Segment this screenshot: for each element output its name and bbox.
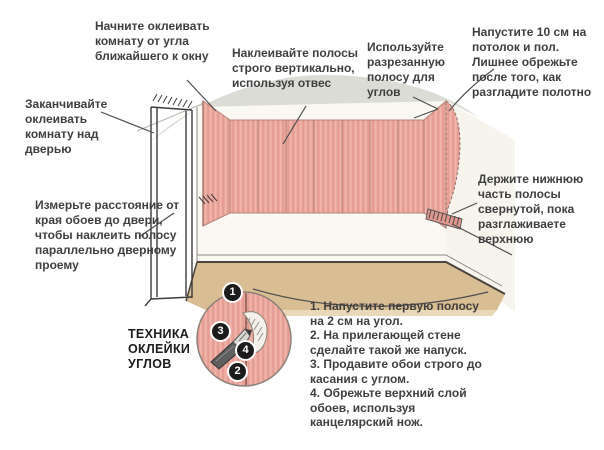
corner-step: 3. Продавите обои строго до касания с уг… xyxy=(310,357,482,386)
corner-strip-flap xyxy=(445,100,461,229)
annotation-start-corner: Начните оклеивать комнату от угла ближай… xyxy=(95,19,210,63)
door-lintel-hatch xyxy=(152,93,193,109)
wallpaper-seams xyxy=(229,120,425,213)
annotation-finish-above-door: Заканчивайте оклеивать комнату над дверь… xyxy=(25,97,108,156)
floor-wall-junction xyxy=(197,261,506,295)
annotation-hold-rolled: Держите нижнюю часть полосы свернутой, п… xyxy=(478,172,584,246)
step-badge-4: 4 xyxy=(235,340,256,361)
corner-step: 1. Напустите первую полосу на 2 см на уг… xyxy=(310,299,479,328)
annotation-cut-strip: Используйте разрезанную полосу для углов xyxy=(367,40,446,99)
measure-hatch xyxy=(198,193,218,205)
step-badge-1: 1 xyxy=(222,282,243,303)
door-frame xyxy=(144,106,193,307)
corner-step: 4. Обрежьте верхний слой обоев, использу… xyxy=(310,386,467,429)
corner-step: 2. На прилегающей стене сделайте такой ж… xyxy=(310,328,467,357)
skirting-line xyxy=(197,254,503,287)
left-wall-top-edge xyxy=(136,102,205,132)
leader-lines xyxy=(100,68,513,307)
right-wall xyxy=(446,101,515,312)
step-badge-2: 2 xyxy=(227,361,248,382)
annotation-overlap-ceiling-floor: Напустите 10 см на потолок и пол. Лишнее… xyxy=(472,25,592,99)
annotation-vertical-plumb: Наклеивайте полосы строго вертикально, и… xyxy=(232,46,358,90)
step-badge-3: 3 xyxy=(210,321,231,342)
flap-hatch xyxy=(246,317,264,342)
corner-technique-inset xyxy=(196,291,292,387)
annotation-measure-distance: Измерьте расстояние от края обоев до две… xyxy=(35,198,180,272)
inset-title: ТЕХНИКА ОКЛЕЙКИ УГЛОВ xyxy=(128,327,191,371)
wallpaper-band xyxy=(202,99,447,229)
peeled-flap xyxy=(242,311,268,354)
corner-steps-list: 1. Напустите первую полосу на 2 см на уг… xyxy=(310,299,485,430)
